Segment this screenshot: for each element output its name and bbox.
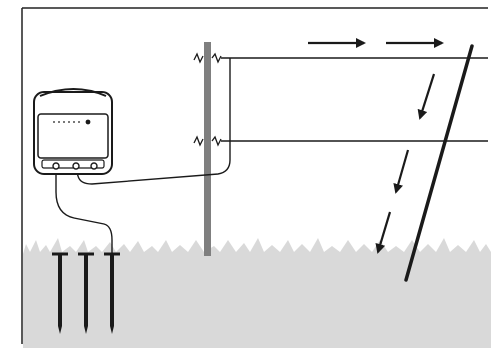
terminal-ground (52, 162, 60, 170)
arrow-down-3 (375, 211, 392, 254)
status-light (85, 119, 91, 125)
ground-rods (52, 252, 120, 334)
insulator-top (193, 52, 222, 64)
connector-wire (75, 58, 231, 185)
ground-area (23, 254, 491, 348)
frame (21, 7, 488, 344)
fence-energizer-icon (33, 88, 113, 175)
indicator-dots (53, 121, 80, 123)
arrow-down-1 (417, 73, 436, 120)
leaning-pole-icon (404, 44, 474, 282)
grass (23, 238, 491, 256)
insulator-bottom (193, 135, 222, 147)
arrow-down-2 (393, 149, 410, 194)
flow-arrows (308, 38, 444, 254)
terminal-aux (90, 162, 98, 170)
fence-post (204, 42, 211, 256)
ground-lead (55, 168, 113, 254)
terminal-fence (72, 162, 80, 170)
